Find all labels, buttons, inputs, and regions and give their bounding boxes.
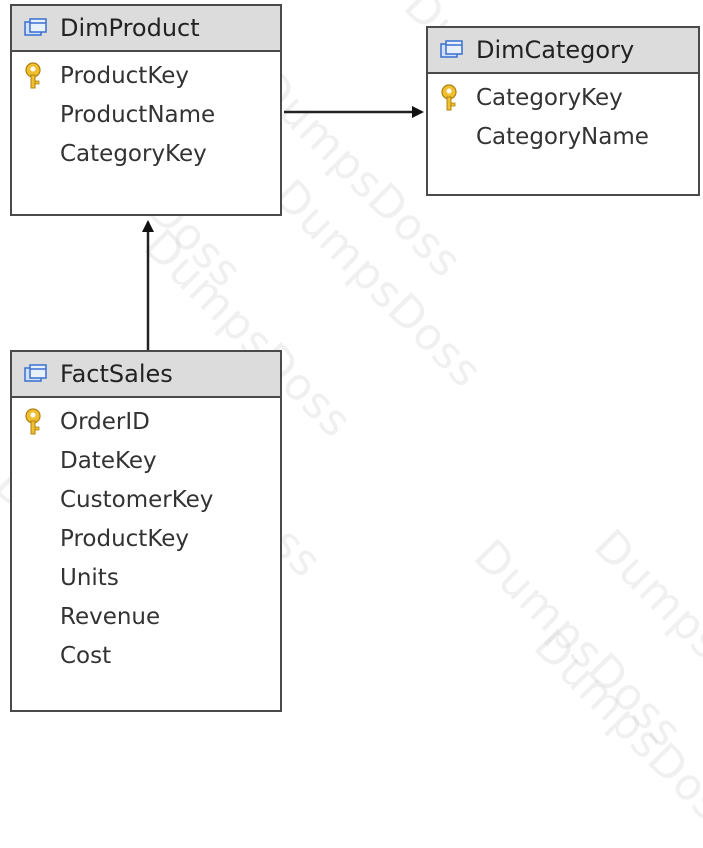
table-dimcategory[interactable]: DimCategory CategoryKey CategoryName: [426, 26, 700, 196]
field-row[interactable]: ProductName: [12, 95, 280, 134]
field-list: CategoryKey CategoryName: [428, 74, 698, 156]
table-title: FactSales: [60, 360, 173, 388]
field-label: CategoryKey: [476, 84, 623, 111]
field-row[interactable]: Revenue: [12, 597, 280, 636]
field-label: ProductKey: [60, 525, 190, 552]
table-dimproduct[interactable]: DimProduct ProductKey ProductName Catego…: [10, 4, 282, 216]
field-label: CustomerKey: [60, 486, 214, 513]
field-row[interactable]: CustomerKey: [12, 480, 280, 519]
field-row[interactable]: CategoryKey: [12, 134, 280, 173]
table-title: DimProduct: [60, 14, 200, 42]
field-label: Cost: [60, 642, 112, 669]
field-label: OrderID: [60, 408, 150, 435]
table-header[interactable]: DimCategory: [428, 28, 698, 74]
field-label: CategoryName: [476, 123, 649, 150]
table-icon: [22, 17, 48, 39]
field-row[interactable]: CategoryKey: [428, 78, 698, 117]
field-row[interactable]: Units: [12, 558, 280, 597]
field-list: OrderID DateKey CustomerKey ProductKey U…: [12, 398, 280, 675]
field-label: CategoryKey: [60, 140, 207, 167]
field-row[interactable]: ProductKey: [12, 519, 280, 558]
field-row[interactable]: CategoryName: [428, 117, 698, 156]
table-icon: [438, 39, 464, 61]
field-row[interactable]: Cost: [12, 636, 280, 675]
field-label: DateKey: [60, 447, 157, 474]
table-title: DimCategory: [476, 36, 635, 64]
primary-key-icon: [438, 83, 476, 113]
table-header[interactable]: FactSales: [12, 352, 280, 398]
field-label: Units: [60, 564, 119, 591]
primary-key-icon: [22, 407, 60, 437]
field-list: ProductKey ProductName CategoryKey: [12, 52, 280, 173]
field-label: Revenue: [60, 603, 161, 630]
table-factsales[interactable]: FactSales OrderID DateKey CustomerKey: [10, 350, 282, 712]
table-icon: [22, 363, 48, 385]
relationship-connectors: [142, 106, 424, 350]
table-header[interactable]: DimProduct: [12, 6, 280, 52]
field-row[interactable]: ProductKey: [12, 56, 280, 95]
field-row[interactable]: DateKey: [12, 441, 280, 480]
field-row[interactable]: OrderID: [12, 402, 280, 441]
field-label: ProductKey: [60, 62, 190, 89]
field-label: ProductName: [60, 101, 216, 128]
primary-key-icon: [22, 61, 60, 91]
